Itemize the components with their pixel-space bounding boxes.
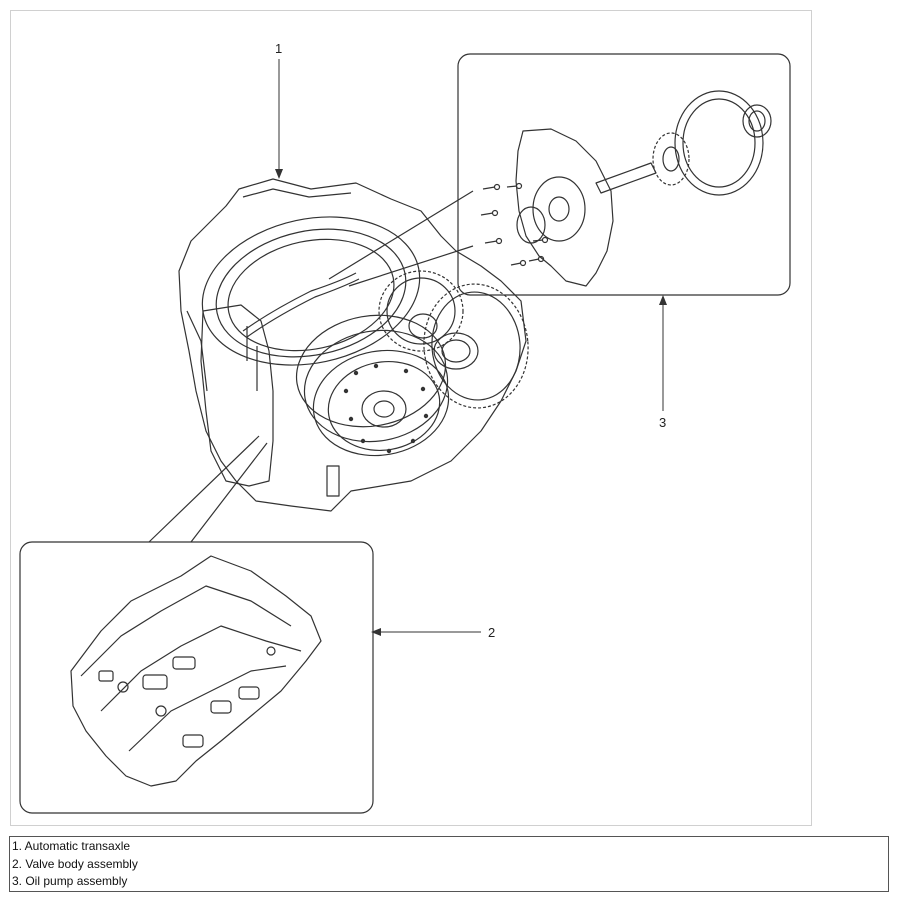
legend-item: 2. Valve body assembly (12, 856, 138, 871)
exploded-view-diagram: 1 2 3 (10, 10, 812, 826)
callout-3-label: 3 (659, 415, 666, 430)
callout-3-arrowhead (659, 295, 667, 305)
callout-2-label: 2 (488, 625, 495, 640)
callout-1-arrowhead (275, 169, 283, 179)
legend-item: 1. Automatic transaxle (12, 839, 131, 853)
parts-legend: 1. Automatic transaxle 2. Valve body ass… (9, 836, 889, 892)
callout-1-label: 1 (275, 41, 282, 56)
legend-item: 3. Oil pump assembly (12, 874, 128, 888)
transaxle-housing (178, 178, 529, 512)
callout-2-arrowhead (371, 628, 381, 636)
oil-pump-inset (328, 53, 791, 296)
valve-body-inset (19, 435, 374, 814)
